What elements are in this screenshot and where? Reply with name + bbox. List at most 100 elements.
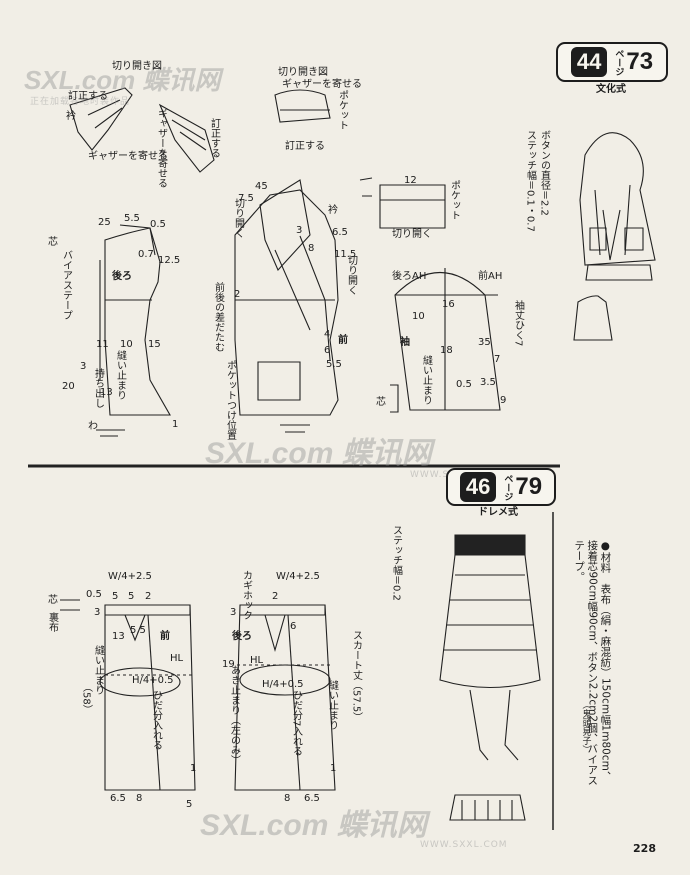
button-diameter-note: ボタンの直径＝2.2 <box>538 130 550 216</box>
skirt-front-label: 前 <box>160 631 170 642</box>
measurement: 3 <box>80 361 87 372</box>
watermark-middle: SXL.com 蝶讯网 <box>205 437 432 470</box>
measurement: 13 <box>112 631 125 642</box>
gather-label-1: ギャザーを寄せる <box>88 151 168 162</box>
lining-label: 裏布 <box>46 612 58 632</box>
measurement: 2 <box>234 289 241 300</box>
front-label: 前 <box>338 335 348 346</box>
measurement: 3 <box>296 225 303 236</box>
hip-back-label: H/4+0.5 <box>262 679 304 690</box>
front-stitch-stop: 縫い止まり <box>92 645 104 695</box>
watermark-top: SXL.com 蝶讯网 <box>24 65 221 95</box>
measurement: 5 <box>112 591 119 602</box>
front-length-label: （58） <box>80 682 92 715</box>
gather-label-3: ギャザーを寄せる <box>282 79 362 90</box>
badge-number: 46 <box>459 472 497 502</box>
page-badge-bottom: 46 ページ 79 <box>446 468 556 506</box>
gather-label-2: ギャザーを寄せる <box>155 108 167 188</box>
stitch-stop-label-1: 縫い止まり <box>114 350 126 400</box>
measurement: 6 <box>290 621 297 632</box>
measurement: 3.5 <box>480 377 496 388</box>
correct-label-2: 訂正する <box>285 141 325 152</box>
hip-line-back: HL <box>250 655 264 666</box>
interfacing-label-1: 芯 <box>48 237 58 248</box>
measurement: 5 <box>128 591 135 602</box>
measurement: 8 <box>308 243 315 254</box>
watermark-top-tagline: 正在加载各地时装作品 <box>30 97 131 107</box>
pleat-back-label: ひだ分7入れる <box>290 690 302 757</box>
skirt-length-label: スカート丈（57.5） <box>350 630 362 723</box>
measurement: 6.5 <box>110 793 126 804</box>
waist-back-label: W/4+2.5 <box>276 571 320 582</box>
style-caption-top: 文化式 <box>596 84 626 95</box>
measurement: 15 <box>148 339 161 350</box>
page-badge-top: 44 ページ 73 <box>556 42 668 82</box>
measurement: 8 <box>284 793 291 804</box>
pocket-position-label: ポケットつけ位置 <box>224 360 236 440</box>
measurement: 7.5 <box>238 193 254 204</box>
stitch-width-note-bottom: ステッチ幅＝0.2 <box>390 525 402 601</box>
measurement: 10 <box>120 339 133 350</box>
shoulder-diff-label: 前後の差だたむ <box>212 282 224 352</box>
watermark-bottom-url: WWW.SXXL.COM <box>420 840 508 850</box>
hip-line-front: HL <box>170 653 184 664</box>
badge-number: 44 <box>570 47 608 77</box>
measurement: 5.5 <box>130 625 146 636</box>
hook-label: カギホック <box>240 570 252 620</box>
correct-label-1: 訂正する <box>68 91 108 102</box>
measurement: 1 <box>172 419 179 430</box>
sleeve-label: 袖 <box>400 337 410 348</box>
badge-peji-label: ページ <box>503 473 514 501</box>
measurement: 16 <box>442 299 455 310</box>
measurement: 2 <box>145 591 152 602</box>
measurement: 0.5 <box>150 219 166 230</box>
style-caption-bottom: ドレメ式 <box>478 507 518 518</box>
interfacing-label-bottom: 芯 <box>48 595 58 606</box>
back-label: 後ろ <box>112 271 132 282</box>
measurement: 0.5 <box>456 379 472 390</box>
waist-front-label: W/4+2.5 <box>108 571 152 582</box>
measurement: 8 <box>136 793 143 804</box>
pocket-label-1: ポケット <box>336 90 348 130</box>
materials-list: ●材料 表布（絹・麻混紡）150cm幅1m80cm、接着芯90cm幅90cm、ボ… <box>573 540 612 786</box>
collar-label-1: 衿 <box>66 111 76 122</box>
badge-peji-label: ページ <box>614 48 625 76</box>
measurement: 12.5 <box>158 255 181 266</box>
back-stitch-stop: 縫い止まり <box>326 680 338 730</box>
measurement: 12 <box>404 175 417 186</box>
sleeve-length-label: 袖丈ひく7 <box>512 300 524 347</box>
measurement: 19 <box>222 659 235 670</box>
measurement: 2 <box>272 591 279 602</box>
page-number: 228 <box>633 842 656 855</box>
measurement: 35 <box>478 337 491 348</box>
measurement: 0.5 <box>86 589 102 600</box>
slash-diagram-label-2: 切り開き図 <box>278 67 328 78</box>
cut-open-label-1: 切り開く <box>232 198 244 238</box>
measurement: 45 <box>255 181 268 192</box>
bias-tape-label: バイアステープ <box>60 250 72 320</box>
skirt-back-label: 後ろ <box>232 631 252 642</box>
watermark-bottom: SXL.com 蝶讯网 <box>200 809 427 842</box>
measurement: 5.5 <box>326 359 342 370</box>
measurement: 18 <box>440 345 453 356</box>
measurement: 7 <box>494 354 501 365</box>
measurement: 1 <box>330 763 337 774</box>
measurement: 25 <box>98 217 111 228</box>
measurement: 6 <box>324 345 331 356</box>
stitch-width-note: ステッチ幅＝0.1・0.7 <box>524 130 536 232</box>
measurement: 13 <box>100 387 113 398</box>
measurement: 20 <box>62 381 75 392</box>
back-armhole-label: 後ろAH <box>392 271 427 282</box>
measurement: 4 <box>324 329 331 340</box>
hip-front-label: H/4+0.5 <box>132 675 174 686</box>
pocket-label-2: ポケット <box>448 180 460 220</box>
measurement: 3 <box>230 607 237 618</box>
measurement: 0.7 <box>138 249 154 260</box>
cut-open-label-2: 切り開く <box>345 255 357 295</box>
badge-page: 79 <box>515 473 543 500</box>
measurement: 6.5 <box>304 793 320 804</box>
badge-page: 73 <box>626 48 654 75</box>
measurement: 5.5 <box>124 213 140 224</box>
